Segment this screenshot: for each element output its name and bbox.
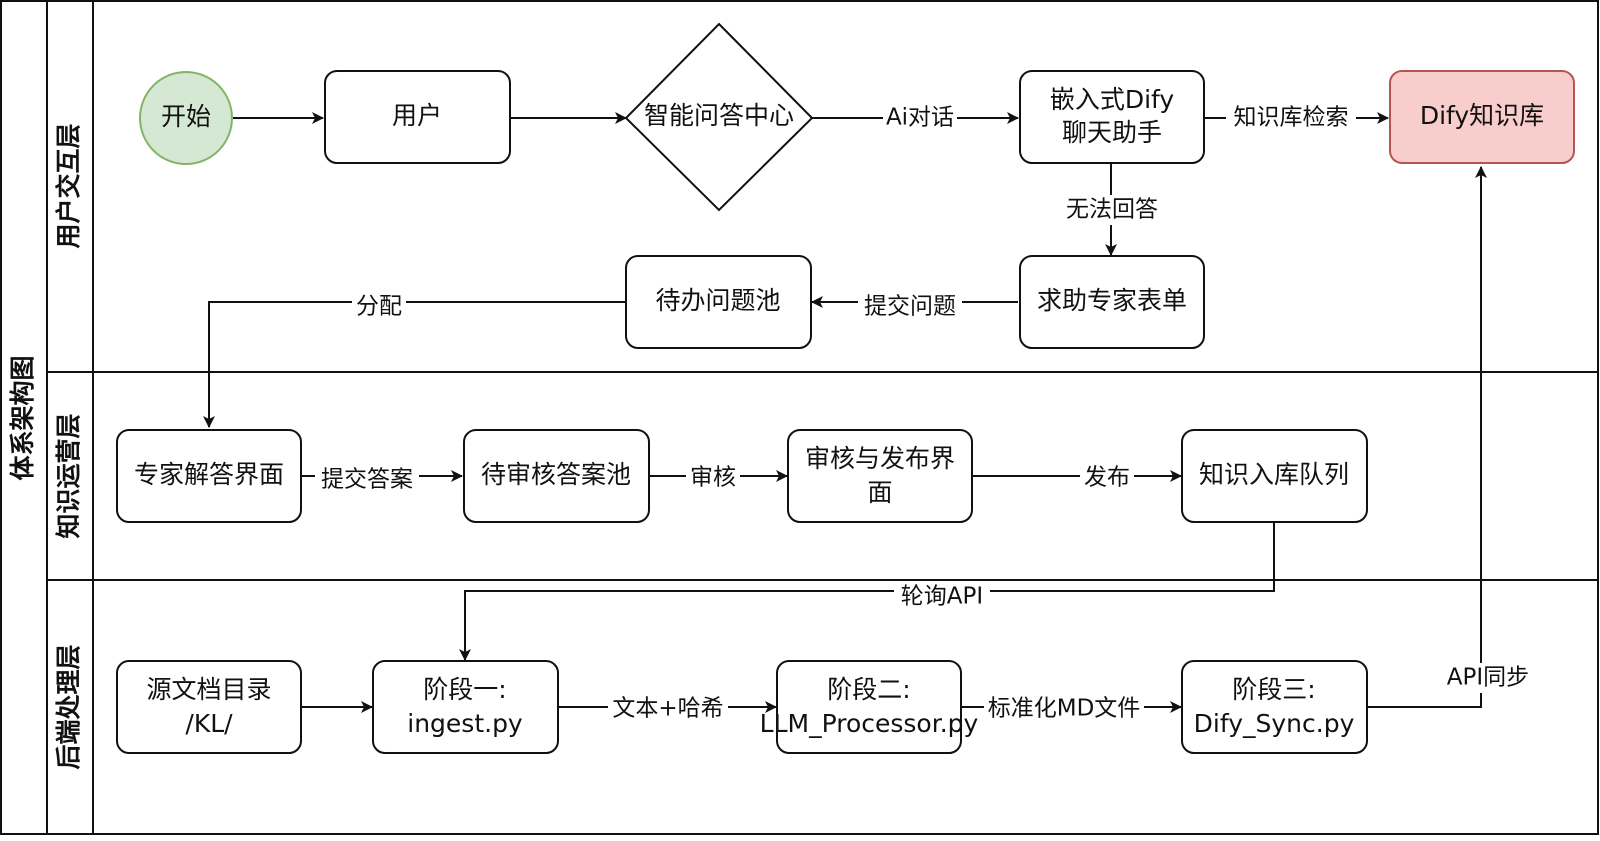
edge-label-poll-api: 轮询API: [901, 584, 983, 610]
node-stage1-line1: 阶段一:: [423, 675, 506, 704]
node-stage2-line2: LLM_Processor.py: [760, 709, 979, 738]
node-dify-kb: Dify知识库: [1389, 70, 1575, 164]
node-stage2-line1: 阶段二:: [827, 675, 910, 704]
node-start: 开始: [139, 71, 233, 165]
node-stage3: 阶段三: Dify_Sync.py: [1181, 660, 1368, 754]
edge-label-api-sync: API同步: [1447, 665, 1529, 691]
node-user-label: 用户: [392, 101, 442, 130]
edge-label-kb-search: 知识库检索: [1234, 105, 1349, 131]
node-dify-chat: 嵌入式Dify 聊天助手: [1019, 70, 1205, 164]
lane-label-backend: 后端处理层: [54, 644, 83, 769]
node-ingest-queue-label: 知识入库队列: [1199, 460, 1349, 489]
lane-label-ops: 知识运营层: [54, 413, 83, 538]
pool-title: 体系架构图: [8, 355, 37, 480]
node-expert-form-label: 求助专家表单: [1037, 286, 1187, 315]
node-qa-center-label: 智能问答中心: [644, 101, 794, 130]
edge-stage3-kb: [1367, 166, 1487, 708]
node-qa-center: 智能问答中心: [624, 22, 814, 212]
node-expert-ui-label: 专家解答界面: [134, 460, 284, 489]
node-stage3-line2: Dify_Sync.py: [1194, 709, 1355, 738]
node-source-dir-line1: 源文档目录: [146, 675, 271, 704]
edge-label-standard-md: 标准化MD文件: [988, 696, 1141, 722]
node-review-pool-label: 待审核答案池: [481, 460, 631, 489]
node-review-publish: 审核与发布界 面: [787, 429, 973, 523]
node-review-publish-line2: 面: [867, 478, 892, 507]
node-dify-kb-label: Dify知识库: [1420, 101, 1544, 130]
qa-center-diamond: [624, 22, 814, 212]
node-stage1: 阶段一: ingest.py: [372, 660, 559, 754]
edge-label-review: 审核: [690, 465, 736, 491]
node-ingest-queue: 知识入库队列: [1181, 429, 1368, 523]
node-stage1-line2: ingest.py: [407, 709, 523, 738]
node-start-label: 开始: [161, 102, 211, 131]
node-expert-form: 求助专家表单: [1019, 255, 1205, 349]
edge-label-submit-question: 提交问题: [864, 294, 956, 320]
lane-label-user: 用户交互层: [54, 123, 83, 248]
node-source-dir: 源文档目录 /KL/: [116, 660, 302, 754]
node-review-publish-line1: 审核与发布界: [805, 444, 955, 473]
node-expert-ui: 专家解答界面: [116, 429, 302, 523]
node-stage3-line1: 阶段三:: [1232, 675, 1315, 704]
node-stage2: 阶段二: LLM_Processor.py: [760, 660, 979, 754]
node-review-pool: 待审核答案池: [463, 429, 650, 523]
node-user: 用户: [324, 70, 511, 164]
edges: [203, 112, 1487, 713]
node-todo-pool: 待办问题池: [625, 255, 812, 349]
edge-label-cannot-answer: 无法回答: [1066, 197, 1158, 223]
edge-labels: Ai对话 知识库检索 无法回答 提交问题 分配 提交答案 审核 发布 轮询API…: [315, 103, 1538, 724]
node-todo-pool-label: 待办问题池: [655, 286, 780, 315]
node-source-dir-line2: /KL/: [185, 709, 233, 738]
edge-todo-expert: [203, 301, 626, 428]
edge-queue-stage1: [459, 523, 1275, 661]
edge-label-text-hash: 文本+哈希: [612, 696, 723, 722]
edge-label-assign: 分配: [356, 294, 402, 320]
node-dify-chat-line2: 聊天助手: [1062, 118, 1162, 147]
edge-label-publish: 发布: [1084, 465, 1130, 491]
start-circle: [139, 71, 233, 165]
edge-label-submit-answer: 提交答案: [321, 467, 413, 493]
node-dify-chat-line1: 嵌入式Dify: [1050, 85, 1175, 114]
dify-kb-box: [1389, 70, 1575, 164]
edge-label-ai-chat: Ai对话: [886, 105, 954, 131]
